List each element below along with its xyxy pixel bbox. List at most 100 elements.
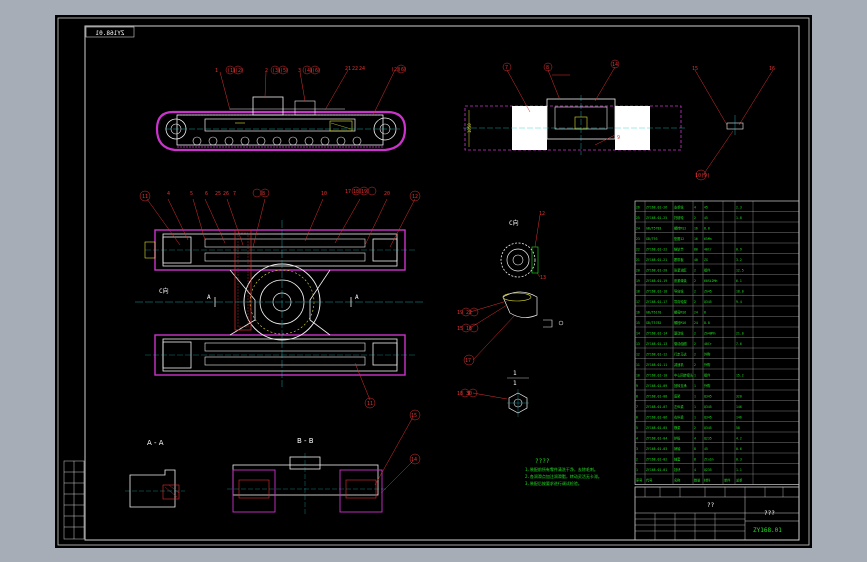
svg-text:15: 15	[692, 66, 698, 72]
svg-text:(4): (4)	[304, 68, 313, 74]
table-cell: 减速机	[674, 362, 684, 367]
table-cell: 18	[636, 289, 640, 293]
svg-text:22: 22	[466, 310, 472, 316]
table-cell: 组件	[704, 267, 711, 272]
table-cell: 45	[704, 216, 708, 220]
end-elevation-view: 1050 7 8 14 9	[463, 59, 685, 155]
table-cell: 1	[694, 373, 696, 377]
table-cell: 1	[694, 415, 696, 419]
table-cell: 1.1	[736, 468, 742, 472]
title-block: ?? ??? ZY168.01	[634, 486, 800, 541]
table-cell: 146	[736, 415, 742, 419]
table-cell: ZY168.01-21	[646, 258, 667, 262]
table-cell: Q235	[704, 468, 712, 472]
table-cell: 7.6	[736, 342, 742, 346]
table-cell: 7	[636, 405, 638, 409]
plan-view: A A C向 11 4 5 6 25 26 7 8 10 17 18	[135, 186, 425, 409]
svg-text:(6): (6)	[398, 67, 407, 73]
table-cell: 18.0	[736, 289, 744, 293]
table-cell: 左纵梁	[674, 404, 684, 409]
table-cell: 9	[636, 384, 638, 388]
svg-text:30: 30	[466, 391, 472, 397]
table-cell: 0.9	[736, 247, 742, 251]
table-cell: 45	[704, 205, 708, 209]
svg-text:2.各润滑点加注润滑脂，转动灵活无卡滞。: 2.各润滑点加注润滑脂，转动灵活无卡滞。	[525, 473, 602, 479]
table-cell: 8	[704, 310, 706, 314]
table-cell: 19	[636, 279, 640, 283]
svg-text:7: 7	[233, 191, 236, 197]
table-cell: 12	[636, 352, 640, 356]
table-cell: 张紧弹簧	[674, 278, 688, 283]
svg-text:1050: 1050	[467, 123, 472, 133]
table-cell: ZCuSn	[704, 457, 714, 461]
svg-text:19: 19	[457, 310, 463, 316]
table-cell: 8	[636, 394, 638, 398]
table-cell: 0.6	[736, 447, 742, 451]
table-cell: ZY168.01-06	[646, 415, 667, 419]
svg-text:5: 5	[190, 191, 193, 197]
svg-text:15: 15	[457, 326, 463, 332]
table-cell: 垫圈12	[674, 236, 684, 241]
svg-text:(1): (1)	[227, 68, 236, 74]
table-cell: ZY168.01-10	[646, 373, 667, 377]
table-cell: 80	[694, 247, 698, 251]
table-cell: 12.5	[736, 268, 744, 272]
svg-text:B - B: B - B	[297, 437, 314, 445]
table-cell: 螺栓M12	[674, 225, 686, 230]
table-cell: ZG45	[704, 289, 712, 293]
svg-text:(2): (2)	[235, 68, 244, 74]
svg-text:22: 22	[352, 66, 358, 72]
table-header-cell: 序号	[636, 477, 642, 482]
table-cell: 21	[636, 258, 640, 262]
table-cell: 24	[694, 310, 698, 314]
table-cell: 2	[694, 331, 696, 335]
table-cell: ZY168.01-22	[646, 247, 667, 251]
table-cell: ZY168.01-04	[646, 436, 667, 440]
cad-viewport[interactable]: ZY168.01	[55, 15, 812, 548]
table-cell: Q345	[704, 394, 712, 398]
table-header-cell: 代号	[646, 477, 652, 482]
svg-text:11: 11	[367, 401, 373, 407]
table-cell: ZY168.01-25	[646, 216, 667, 220]
table-cell: 4.2	[736, 436, 742, 440]
svg-text:1: 1	[513, 380, 517, 387]
table-cell: ZY168.01-03	[646, 447, 667, 451]
svg-text:15: 15	[411, 413, 417, 419]
table-cell: 40	[694, 258, 698, 262]
table-cell: 4	[694, 436, 696, 440]
svg-text:(5): (5)	[280, 68, 289, 74]
svg-text:16: 16	[769, 66, 775, 72]
revision-block	[63, 460, 85, 540]
table-cell: ZY168.01-09	[646, 384, 667, 388]
table-cell: 1.8	[736, 216, 742, 220]
table-cell: 导向轮	[674, 288, 684, 293]
svg-text:26: 26	[223, 191, 229, 197]
table-cell: 挡块	[674, 467, 681, 472]
table-cell: 组件	[704, 372, 711, 377]
svg-text:3.装配后按要求进行调试检验。: 3.装配后按要求进行调试检验。	[525, 480, 582, 486]
table-cell: ZY168.01-12	[646, 352, 667, 356]
table-cell: 螺栓M16	[674, 320, 686, 325]
table-cell: 2	[694, 352, 696, 356]
table-cell: 58	[736, 426, 740, 430]
svg-text:C向: C向	[509, 219, 519, 227]
table-cell: 回转支承	[674, 383, 688, 388]
table-cell: 驱动轮	[674, 330, 684, 335]
svg-text:12: 12	[539, 211, 545, 217]
svg-text:18: 18	[353, 189, 359, 195]
table-cell: 3.2	[736, 258, 742, 262]
svg-text:7: 7	[505, 65, 508, 71]
table-cell: ZY168.01-01	[646, 468, 667, 472]
table-cell: 销轴	[674, 446, 680, 451]
svg-text:6: 6	[205, 191, 208, 197]
table-cell: ZY168.01-05	[646, 426, 667, 430]
table-cell: GB/T5783	[646, 226, 661, 230]
svg-text:3: 3	[298, 68, 301, 74]
table-header-cell: 名称	[674, 477, 681, 482]
table-header-cell: 总重	[736, 477, 743, 482]
table-cell: 20	[636, 268, 640, 272]
section-a-a: A - A	[125, 439, 185, 508]
table-header-cell: 材料	[704, 477, 711, 482]
table-cell: ZY168.01-14	[646, 331, 667, 335]
svg-text:????: ????	[535, 458, 550, 465]
